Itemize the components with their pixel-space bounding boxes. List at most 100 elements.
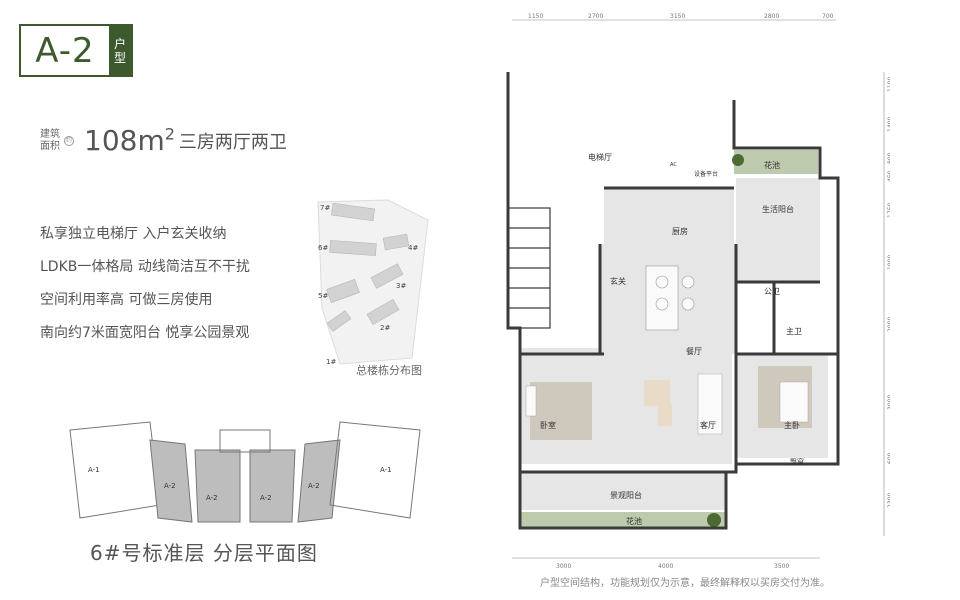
stairs: [507, 207, 551, 329]
right-dim: 600: [887, 452, 890, 464]
unit-type-code: A-2: [35, 30, 95, 71]
floor-unit-a2-2: [194, 449, 241, 523]
room-kitchen: 厨房: [672, 226, 688, 236]
top-dim: 1150: [528, 13, 543, 20]
floor-unit-a2-3: [249, 449, 296, 523]
room-elevator: 电梯厅: [588, 152, 612, 162]
site-label-1: 1#: [326, 358, 336, 366]
room-master-bedroom: 主卧: [784, 420, 800, 430]
floor-plan: 1150 2700 3150 2800 700 3000 4000 3500 1…: [506, 13, 890, 570]
site-building-1: [326, 310, 352, 332]
unit-type-suffix: 户 型: [109, 26, 131, 75]
right-dim: 1900: [887, 255, 890, 270]
bedroom-rug: [530, 382, 592, 440]
view-balcony-floor: [520, 472, 726, 510]
bottom-dim: 4000: [658, 563, 673, 570]
bottom-planter: [520, 512, 726, 528]
right-dim: 450: [887, 170, 890, 182]
floor-plate-caption: 6#号标准层 分层平面图: [90, 541, 318, 565]
floor-unit-a2-4: [297, 439, 341, 523]
kitchen-floor: [604, 188, 734, 244]
area-label-line1: 建筑: [40, 128, 60, 140]
elevator-hall-floor: [634, 108, 742, 188]
site-map-caption: 总楼栋分布图: [356, 364, 422, 377]
right-dim: 2300: [887, 493, 890, 508]
right-dim: 800: [887, 152, 890, 164]
room-living: 客厅: [700, 420, 716, 430]
dimension-lines: [512, 19, 885, 559]
top-planter: [734, 150, 818, 174]
area-unit-sup: 2: [164, 124, 175, 144]
floor-unit-a2-1: [149, 439, 193, 523]
floor-core: [219, 429, 271, 453]
area-row: 建筑 面积 约 108m2 三房两厅两卫: [40, 124, 287, 157]
room-foyer: 玄关: [610, 276, 626, 286]
floor-unit-label: A-1: [380, 466, 392, 474]
room-bedroom: 卧室: [540, 420, 556, 430]
area-value: 108m2: [84, 124, 175, 157]
site-building-6: [329, 240, 377, 256]
site-label-6: 6#: [318, 244, 328, 252]
top-dim: 2800: [764, 13, 779, 20]
site-building-5: [326, 278, 360, 304]
floor-unit-label: A-2: [260, 494, 272, 502]
site-buildings: [326, 202, 410, 332]
right-dim: 2000: [887, 317, 890, 332]
room-planter-top: 花池: [764, 160, 780, 170]
floor-plate-walls: [69, 421, 421, 523]
sofa: [697, 373, 723, 435]
right-dim: 1750: [887, 203, 890, 218]
bottom-dim: 3500: [774, 563, 789, 570]
site-label-3: 3#: [396, 282, 406, 290]
room-public-bath: 公卫: [764, 287, 780, 296]
coffee-table: [644, 380, 670, 406]
feature-item: 私享独立电梯厅 入户玄关收纳: [40, 226, 227, 242]
site-building-3: [370, 263, 404, 289]
room-ac: AC: [670, 162, 677, 168]
floor-unit-label: A-2: [206, 494, 218, 502]
unit-type-suffix-bottom: 型: [113, 50, 126, 65]
feature-item: 空间利用率高 可做三房使用: [40, 292, 213, 308]
floor-unit-label: A-2: [308, 482, 320, 490]
layout-description: 三房两厅两卫: [178, 131, 287, 153]
bottom-dim: 3000: [556, 563, 571, 570]
right-dim: 1400: [887, 117, 890, 132]
plant-icon: [732, 154, 744, 166]
utility-balcony-floor: [736, 178, 820, 282]
plant-icon: [707, 513, 721, 527]
room-dining: 餐厅: [686, 347, 702, 356]
floor-unit-label: A-2: [164, 482, 176, 490]
room-utility-balcony: 生活阳台: [762, 204, 794, 214]
site-label-7: 7#: [320, 204, 330, 212]
disclaimer-text: 户型空间结构，功能规划仅为示意，最终解释权以买房交付为准。: [540, 578, 830, 589]
feature-item: LDKB一体格局 动线简洁互不干扰: [40, 259, 250, 275]
site-label-5: 5#: [318, 292, 328, 300]
area-label-line2: 面积: [40, 140, 60, 152]
right-dim: 3000: [887, 395, 890, 410]
dining-set: [645, 265, 695, 331]
top-dim: 3150: [670, 13, 685, 20]
bedroom-bed: [525, 385, 537, 417]
room-master-bath: 主卫: [786, 326, 802, 336]
room-planter-bottom: 花池: [626, 516, 642, 526]
floor-unit-a1-right: [329, 421, 421, 519]
area-label: 建筑 面积: [40, 129, 62, 153]
floor-unit-a1-left: [69, 421, 161, 519]
site-map: 7# 6# 4# 5# 3# 2# 1#: [317, 199, 429, 366]
site-label-2: 2#: [380, 324, 390, 332]
top-dim: 700: [822, 13, 834, 20]
site-building-4: [382, 233, 410, 251]
floor-unit-label: A-1: [88, 466, 100, 474]
approx-icon: 约: [64, 135, 74, 146]
side-table: [658, 404, 672, 426]
unit-type-suffix-top: 户: [113, 36, 126, 51]
site-label-4: 4#: [408, 244, 418, 252]
floor-plate: A-1 A-2 A-2 A-2 A-2 A-1: [69, 421, 421, 523]
feature-item: 南向约7米面宽阳台 悦享公园景观: [40, 325, 250, 341]
right-dim: 1100: [887, 77, 890, 92]
area-number: 108m: [84, 124, 165, 157]
master-bed: [779, 381, 809, 423]
room-view-balcony: 景观阳台: [610, 490, 642, 500]
unit-type-badge: A-2 户 型: [19, 24, 133, 77]
site-building-2: [366, 298, 400, 326]
